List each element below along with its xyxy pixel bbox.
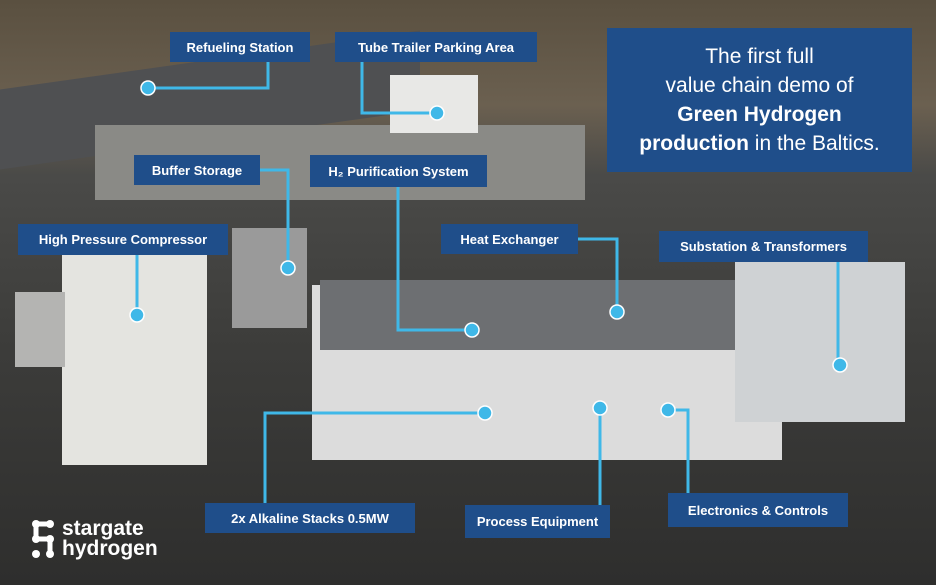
connector-electronics: [668, 408, 690, 493]
label-process-equipment: Process Equipment: [465, 505, 610, 538]
stargate-hydrogen-logo: stargate hydrogen: [32, 517, 158, 560]
logo-line2: hydrogen: [62, 537, 158, 560]
label-tube-trailer: Tube Trailer Parking Area: [335, 32, 537, 62]
headline-rest: in the Baltics.: [748, 132, 880, 155]
label-alkaline-stacks: 2x Alkaline Stacks 0.5MW: [205, 503, 415, 533]
label-buffer-storage: Buffer Storage: [134, 155, 260, 185]
label-compressor: High Pressure Compressor: [18, 224, 228, 255]
marker-heat-exchanger: [609, 304, 625, 320]
tube-trailer: [390, 75, 478, 133]
marker-compressor: [129, 307, 145, 323]
logo-line1: stargate: [62, 517, 144, 540]
logo-mark-icon: [32, 520, 54, 558]
coolers-roof: [320, 280, 800, 350]
buffer-storage-rack: [232, 228, 307, 328]
marker-tube-trailer: [429, 105, 445, 121]
control-unit: [15, 292, 65, 367]
connector-alkaline: [263, 411, 485, 503]
marker-purification: [464, 322, 480, 338]
headline-line1: The first full: [705, 45, 814, 68]
marker-process: [592, 400, 608, 416]
connector-purification: [396, 187, 472, 332]
connector-buffer: [260, 168, 290, 268]
headline-bold1: Green Hydrogen: [677, 103, 842, 126]
marker-refueling: [140, 80, 156, 96]
label-substation: Substation & Transformers: [659, 231, 868, 262]
compressor-container: [62, 255, 207, 465]
marker-substation: [832, 357, 848, 373]
label-heat-exchanger: Heat Exchanger: [441, 224, 578, 254]
marker-alkaline: [477, 405, 493, 421]
label-electronics: Electronics & Controls: [668, 493, 848, 527]
marker-buffer: [280, 260, 296, 276]
label-refueling-station: Refueling Station: [170, 32, 310, 62]
headline-bold2: production: [639, 132, 749, 155]
substation-container: [735, 262, 905, 422]
label-purification: H₂ Purification System: [310, 155, 487, 187]
connector-heat-exchanger: [578, 237, 619, 312]
connector-refueling: [148, 62, 270, 90]
connector-tube-trailer: [360, 62, 437, 115]
headline-line2: value chain demo of: [665, 74, 854, 97]
headline-box: The first full value chain demo of Green…: [607, 28, 912, 172]
marker-electronics: [660, 402, 676, 418]
